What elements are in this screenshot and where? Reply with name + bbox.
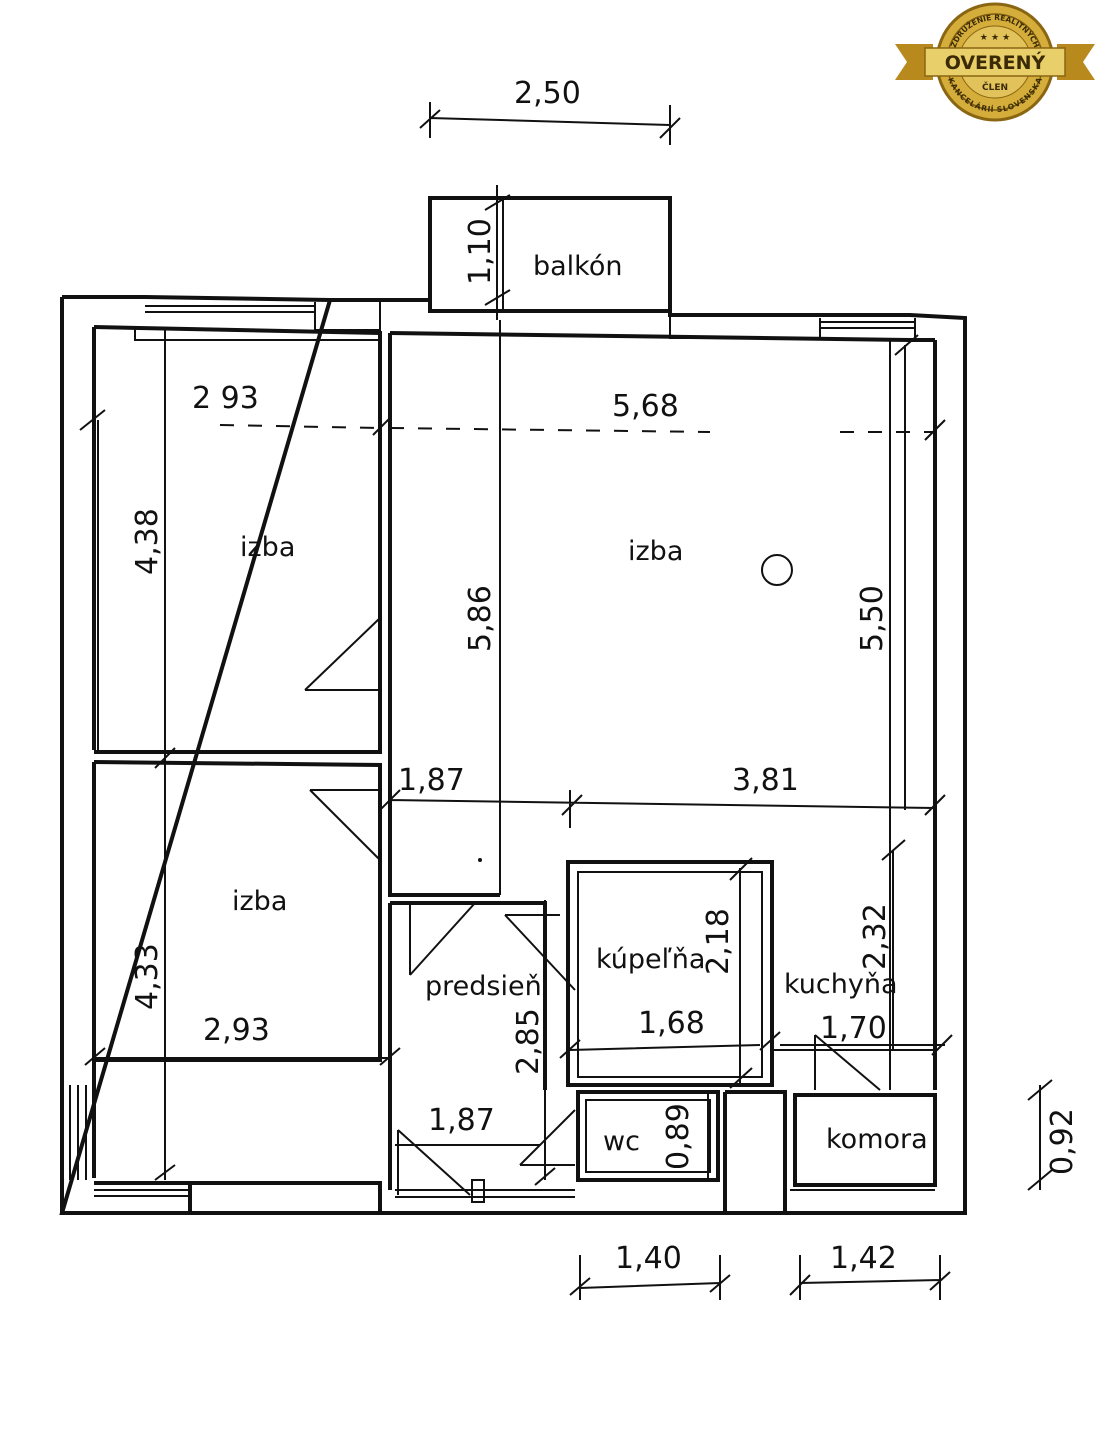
room-walls [93,320,937,1213]
badge-sub-text: ČLEN [982,81,1008,93]
room-label-izba-bottom-left: izba [232,886,287,917]
point-mark [478,858,482,862]
vent-circle [761,554,793,586]
dim-balcony-width: 2,50 [514,76,581,111]
dim-main-width: 5,68 [612,389,679,424]
dim-bottom-2: 1,42 [830,1241,897,1276]
room-label-izba-main: izba [628,536,683,567]
door-swings [304,617,881,1203]
balcony [428,196,672,311]
dim-bottom-left-width: 2,93 [203,1013,270,1048]
dim-main-height-right: 5,50 [855,585,890,652]
room-label-predsien: predsieň [425,971,542,1002]
dim-bottom-left-height: 4,33 [130,943,165,1010]
dim-predsien-width: 1,87 [428,1103,495,1138]
dim-bottom-1: 1,40 [615,1241,682,1276]
badge-band [924,47,1066,77]
badge-stars: ★ ★ ★ [980,33,1010,43]
dim-hall-width-2: 3,81 [732,763,799,798]
dim-predsien-height: 2,85 [511,1008,546,1075]
dim-kupelna-width: 1,68 [638,1006,705,1041]
dim-wc-height: 0,89 [661,1103,696,1170]
dim-komora-height: 0,92 [1045,1108,1080,1175]
dim-main-height-left: 5,86 [463,585,498,652]
room-label-balkon: balkón [533,251,623,282]
room-label-kuchyna: kuchyňa [784,969,898,1000]
room-label-izba-top-left: izba [240,532,295,563]
dim-top-left-height: 4,38 [130,508,165,575]
dim-kuchyna-width: 1,70 [820,1011,887,1046]
outer-walls [59,295,967,1215]
room-label-kupelna: kúpeľňa [596,944,705,975]
dim-top-left-width: 2 93 [192,381,259,416]
dim-hall-width-1: 1,87 [398,763,465,798]
room-label-komora: komora [826,1124,928,1155]
ribbon-left [895,44,933,80]
room-label-wc: wc [603,1126,640,1157]
badge-main-text: OVERENÝ [945,50,1046,74]
dim-kupelna-height: 2,18 [701,908,736,975]
dimension-lines [79,102,1053,1300]
dim-kuchyna-height: 2,32 [858,903,893,970]
ribbon-right [1057,44,1095,80]
verified-member-badge: OVERENÝ ★ ★ ★ ČLEN ZDRUŽENIE REALITNÝCH … [895,2,1095,122]
dim-balcony-depth: 1,10 [463,218,498,285]
